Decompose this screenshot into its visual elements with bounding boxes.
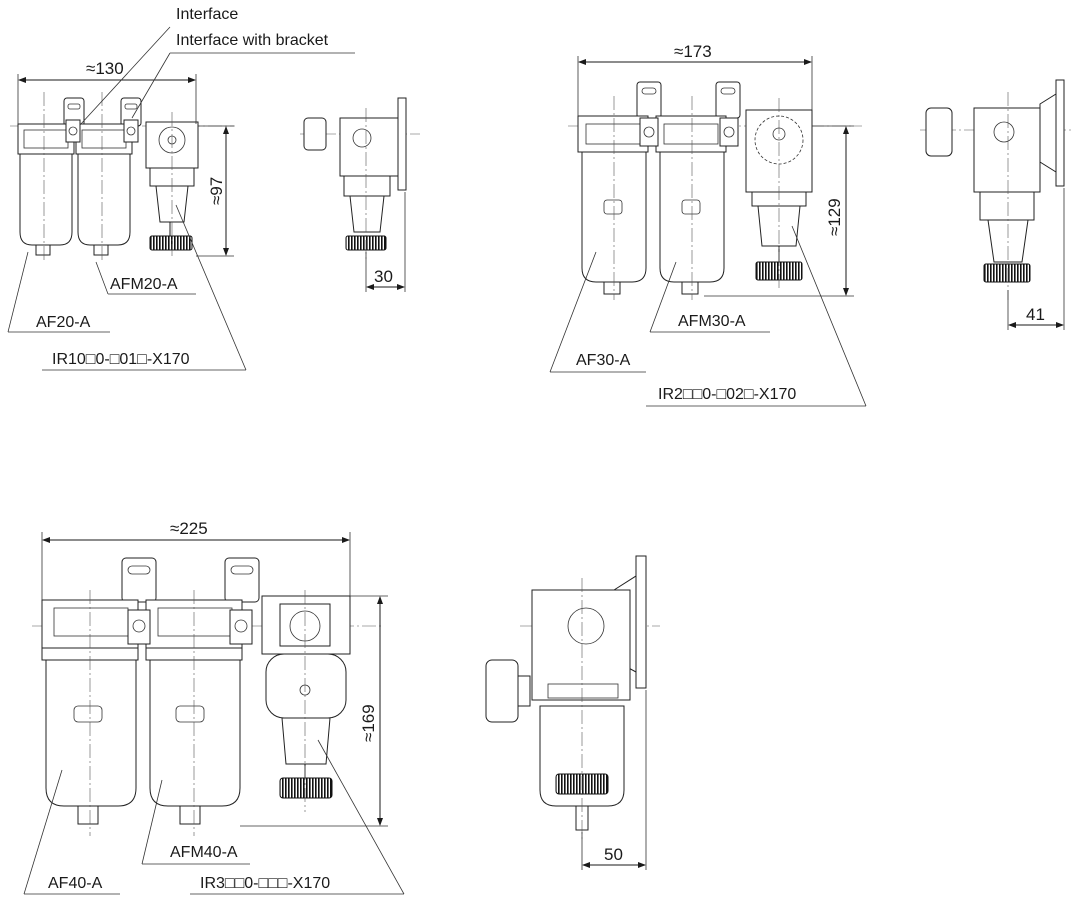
large-regulator-model-label: IR3□□0-□□□-X170 — [200, 875, 330, 892]
large-height-dim-label: ≈169 — [359, 704, 378, 742]
large-callouts: AFM40-A AF40-A IR3□□0-□□□-X170 — [23, 739, 405, 895]
medium-callouts: AFM30-A AF30-A IR2□□0-□02□-X170 — [549, 225, 867, 407]
small-height-dimension: ≈97 — [196, 125, 234, 257]
medium-side-depth-dimension: 41 — [1007, 188, 1065, 330]
large-width-dim-label: ≈225 — [170, 519, 208, 538]
small-assembly-front-view — [10, 92, 235, 260]
large-assembly-front-view — [32, 557, 382, 836]
small-side-depth-dimension: 30 — [365, 192, 406, 292]
small-filter-model-label: AF20-A — [36, 314, 91, 331]
small-assembly-side-view — [300, 97, 420, 260]
small-mist-model-label: AFM20-A — [110, 276, 178, 293]
medium-assembly-side-view — [920, 79, 1072, 300]
large-width-dimension: ≈225 — [41, 519, 351, 600]
large-mist-model-label: AFM40-A — [170, 844, 238, 861]
small-callouts: Interface Interface with bracket AFM20-A… — [7, 6, 355, 371]
interface-callout-label: Interface — [176, 6, 238, 23]
small-regulator-model-label: IR10□0-□01□-X170 — [52, 351, 190, 368]
medium-mist-model-label: AFM30-A — [678, 313, 746, 330]
medium-regulator-model-label: IR2□□0-□02□-X170 — [658, 386, 796, 403]
medium-width-dimension: ≈173 — [577, 42, 813, 116]
small-height-dim-label: ≈97 — [207, 177, 226, 205]
large-height-dimension: ≈169 — [240, 595, 388, 827]
large-filter-model-label: AF40-A — [48, 875, 103, 892]
large-assembly-side-view — [485, 555, 660, 842]
small-width-dimension: ≈130 — [17, 59, 197, 124]
medium-side-depth-dim-label: 41 — [1026, 305, 1045, 324]
medium-height-dimension: ≈129 — [704, 125, 854, 297]
small-side-depth-dim-label: 30 — [374, 267, 393, 286]
medium-assembly-front-view — [568, 81, 862, 300]
interface-with-bracket-callout-label: Interface with bracket — [176, 32, 329, 49]
large-side-depth-dimension: 50 — [581, 690, 647, 870]
medium-width-dim-label: ≈173 — [674, 42, 712, 61]
medium-height-dim-label: ≈129 — [825, 198, 844, 236]
small-width-dim-label: ≈130 — [86, 59, 124, 78]
large-side-depth-dim-label: 50 — [604, 845, 623, 864]
medium-filter-model-label: AF30-A — [576, 352, 631, 369]
